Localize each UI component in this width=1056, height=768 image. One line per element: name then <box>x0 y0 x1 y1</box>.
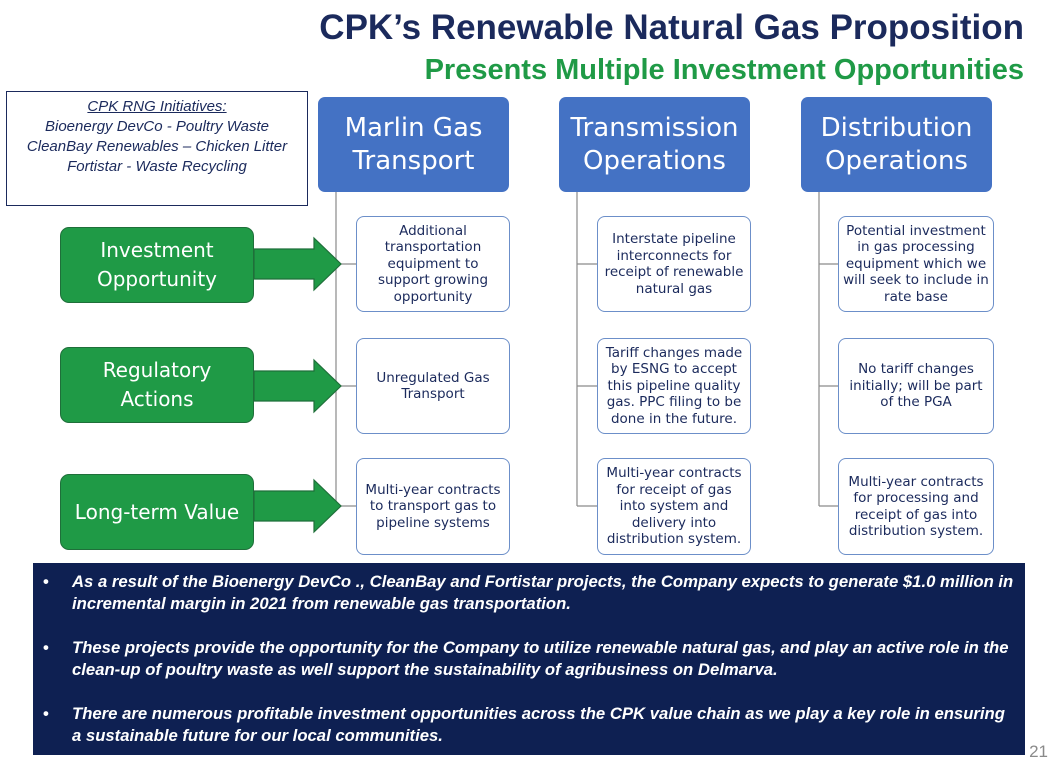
column-header-line: Operations <box>825 145 968 176</box>
summary-bullet: • These projects provide the opportunity… <box>33 637 1025 681</box>
row-label-line: Investment <box>100 238 214 262</box>
bullet-marker: • <box>43 638 49 657</box>
column-header-marlin: Marlin Gas Transport <box>318 97 509 192</box>
column-header-line: Transmission <box>570 112 739 143</box>
cell-text: Potential investment in gas processing e… <box>843 222 989 305</box>
row-label-regulatory: Regulatory Actions <box>60 347 254 423</box>
cell-transmission-regulatory: Tariff changes made by ESNG to accept th… <box>597 338 751 434</box>
summary-panel: • As a result of the Bioenergy DevCo ., … <box>33 563 1025 755</box>
arrow-right-icon <box>253 478 342 534</box>
cell-text: Multi-year contracts for receipt of gas … <box>606 465 742 548</box>
cell-text: Tariff changes made by ESNG to accept th… <box>605 344 743 427</box>
cell-text: Unregulated Gas Transport <box>376 369 490 403</box>
bullet-text: As a result of the Bioenergy DevCo ., Cl… <box>72 572 1014 613</box>
summary-bullet: • As a result of the Bioenergy DevCo ., … <box>33 571 1025 615</box>
initiatives-header: CPK RNG Initiatives: <box>87 98 227 115</box>
cell-distribution-value: Multi-year contracts for processing and … <box>838 458 994 555</box>
cell-marlin-regulatory: Unregulated Gas Transport <box>356 338 510 434</box>
column-header-line: Transport <box>352 145 475 176</box>
row-label-line: Opportunity <box>96 267 218 291</box>
column-header-line: Marlin Gas <box>344 112 483 143</box>
column-header-line: Operations <box>583 145 726 176</box>
arrow-right-icon <box>253 358 342 414</box>
column-header-line: Distribution <box>820 112 973 143</box>
bullet-marker: • <box>43 572 49 591</box>
cell-distribution-regulatory: No tariff changes initially; will be par… <box>838 338 994 434</box>
column-header-transmission: Transmission Operations <box>559 97 750 192</box>
bullet-text: There are numerous profitable investment… <box>72 704 1005 745</box>
initiative-item: CleanBay Renewables – Chicken Litter <box>26 138 288 155</box>
cell-text: Additional transportation equipment to s… <box>377 222 489 305</box>
row-label-line: Actions <box>120 387 194 411</box>
column-header-distribution: Distribution Operations <box>801 97 992 192</box>
cell-transmission-value: Multi-year contracts for receipt of gas … <box>597 458 751 555</box>
page-number: 21 <box>1029 742 1048 761</box>
cell-text: No tariff changes initially; will be par… <box>849 361 983 411</box>
cell-marlin-value: Multi-year contracts to transport gas to… <box>356 458 510 555</box>
cell-text: Multi-year contracts for processing and … <box>848 473 984 540</box>
initiative-item: Bioenergy DevCo - Poultry Waste <box>45 118 269 135</box>
row-label-investment: Investment Opportunity <box>60 227 254 303</box>
initiatives-box: CPK RNG Initiatives: Bioenergy DevCo - P… <box>6 91 308 206</box>
row-label-long-term-value: Long-term Value <box>60 474 254 550</box>
cell-distribution-investment: Potential investment in gas processing e… <box>838 216 994 312</box>
cell-text: Multi-year contracts to transport gas to… <box>365 481 501 531</box>
bullet-text: These projects provide the opportunity f… <box>72 638 1009 679</box>
row-label-line: Regulatory <box>102 358 212 382</box>
summary-bullet: • There are numerous profitable investme… <box>33 703 1025 747</box>
slide-subtitle: Presents Multiple Investment Opportuniti… <box>424 54 1024 86</box>
initiative-item: Fortistar - Waste Recycling <box>67 158 247 175</box>
row-label-line: Long-term Value <box>74 499 240 524</box>
cell-marlin-investment: Additional transportation equipment to s… <box>356 216 510 312</box>
arrow-right-icon <box>253 236 342 292</box>
slide-title: CPK’s Renewable Natural Gas Proposition <box>319 8 1024 47</box>
bullet-marker: • <box>43 704 49 723</box>
cell-transmission-investment: Interstate pipeline interconnects for re… <box>597 216 751 312</box>
cell-text: Interstate pipeline interconnects for re… <box>604 231 744 297</box>
